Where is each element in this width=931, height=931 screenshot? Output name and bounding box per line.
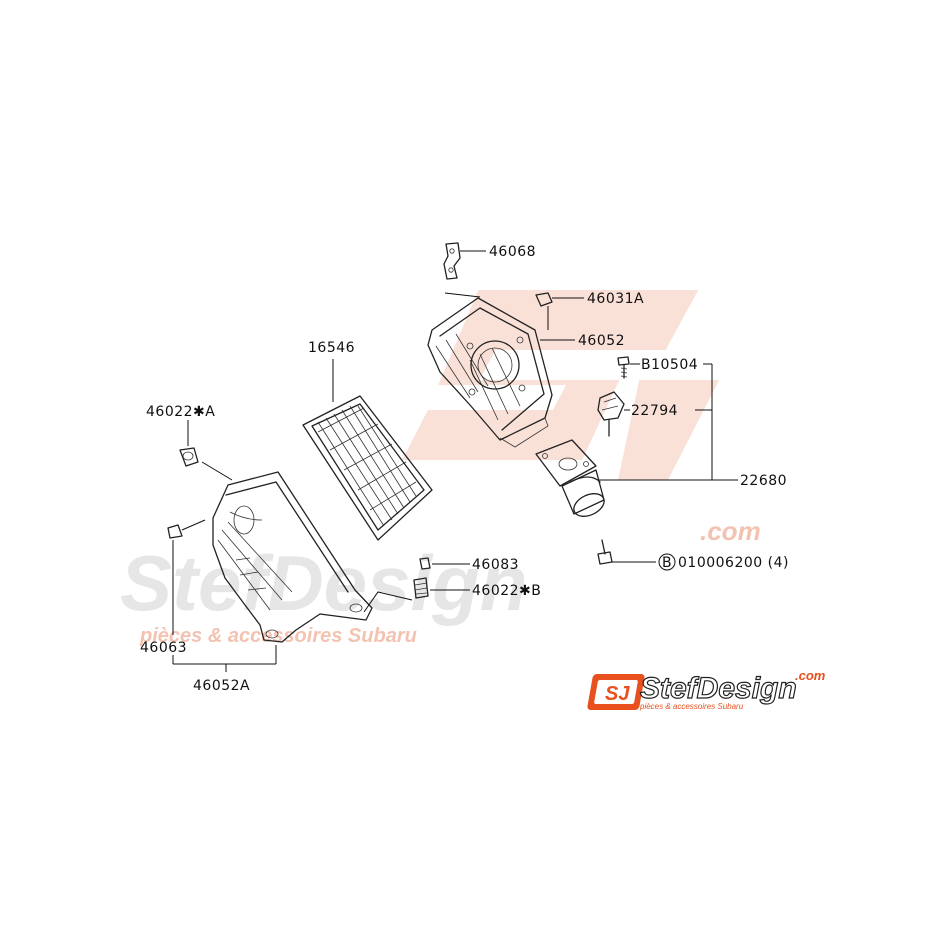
watermark-tagline: pièces & accessoires Subaru (139, 625, 417, 647)
part-bolt-010006200 (597, 539, 676, 571)
label-46063: 46063 (140, 640, 187, 656)
label-16546: 16546 (308, 340, 355, 356)
part-46052A-lower-case (212, 471, 413, 643)
watermark-emblem (402, 290, 720, 480)
label-B10504: B10504 (641, 357, 698, 373)
label-46022A: 46022✱A (146, 404, 215, 420)
watermark-suffix: .com (700, 516, 761, 546)
label-46068: 46068 (489, 244, 536, 260)
part-46063-clip (167, 519, 206, 635)
part-46022B-grommet (413, 577, 470, 599)
logo-mark: SJ (605, 683, 630, 705)
part-46052-upper-case (427, 292, 575, 448)
label-46022B: 46022✱B (472, 583, 541, 599)
label-22680: 22680 (740, 473, 787, 489)
label-46031A: 46031A (587, 291, 644, 307)
logo-brand: StefDesign (640, 672, 797, 705)
label-46052: 46052 (578, 333, 625, 349)
part-46068-bracket (443, 242, 486, 280)
part-22680-airflow-meter (535, 439, 605, 517)
label-46052A: 46052A (193, 678, 250, 694)
bolt-circle-letter: B (662, 555, 672, 571)
watermark-brand: StefDesign (120, 539, 527, 627)
label-46083: 46083 (472, 557, 519, 573)
part-B10504-bolt (617, 356, 640, 379)
part-22794-sensor (597, 391, 630, 437)
bracket-46052A (172, 645, 277, 672)
logo-emblem (587, 674, 645, 710)
part-46031A-clip (535, 292, 584, 330)
label-010006200: 010006200 (4) (678, 555, 789, 571)
part-16546-air-filter (302, 359, 433, 541)
part-46022A-grommet (179, 420, 233, 481)
logo-suffix: .com (795, 668, 826, 683)
stefdesign-logo: SJ StefDesign .com pièces & accessoires … (587, 668, 826, 711)
bracket-22680 (598, 363, 738, 481)
logo-tagline: pièces & accessoires Subaru (639, 702, 744, 711)
watermark: StefDesign .com pièces & accessoires Sub… (120, 290, 761, 647)
label-22794: 22794 (631, 403, 678, 419)
part-46083-bush (419, 557, 470, 570)
